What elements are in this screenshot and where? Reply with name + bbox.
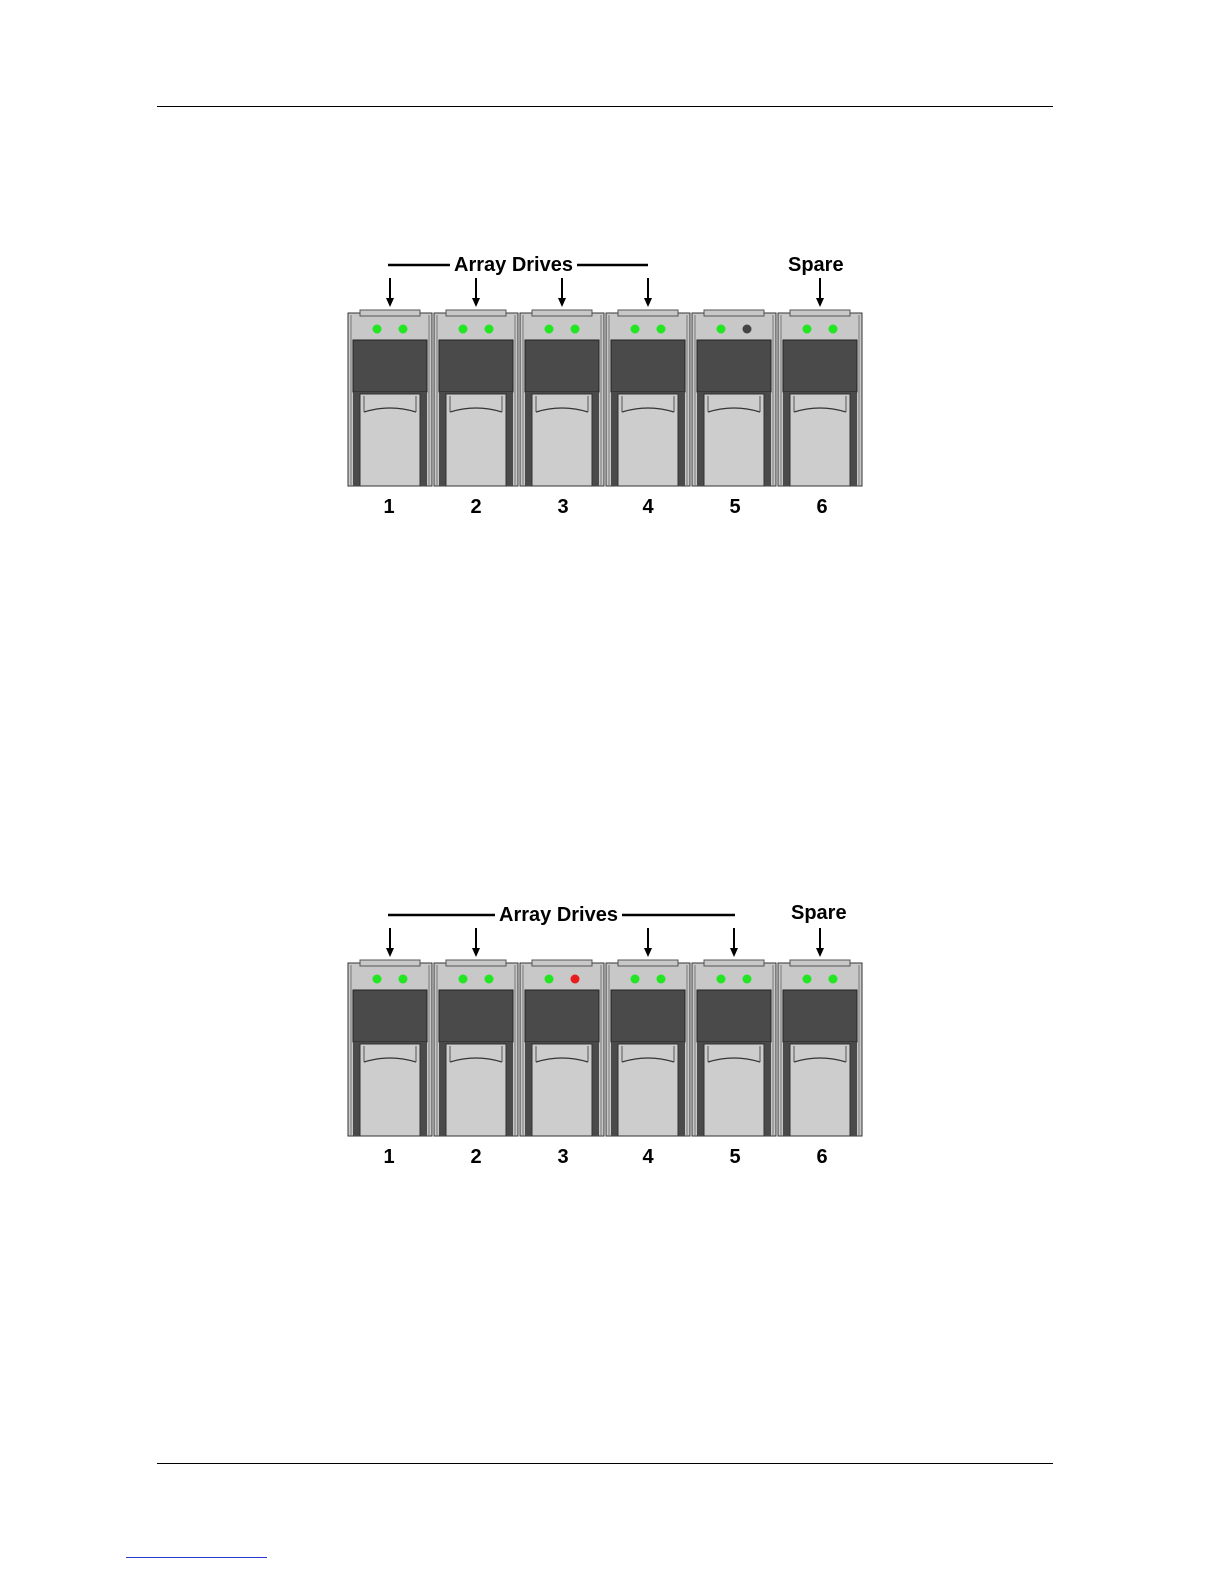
pointer-arrow-head <box>472 948 480 957</box>
array-drives-label: Array Drives <box>495 904 622 926</box>
bay-number-6: 6 <box>807 496 837 518</box>
status-led-green <box>373 325 382 334</box>
bay-number-2: 2 <box>461 1146 491 1168</box>
pointer-arrow-head <box>386 948 394 957</box>
drive-carrier-2 <box>434 960 518 1136</box>
footnote-link-rule <box>126 1557 267 1558</box>
status-led-green <box>657 325 666 334</box>
status-led-green <box>829 975 838 984</box>
status-led-green <box>373 975 382 984</box>
drive-carrier-6 <box>778 310 862 486</box>
drive-carrier-4 <box>606 960 690 1136</box>
spare-label: Spare <box>791 902 847 924</box>
bay-number-5: 5 <box>720 496 750 518</box>
status-led-green <box>545 325 554 334</box>
drive-carrier-1 <box>348 310 432 486</box>
status-led-green <box>571 325 580 334</box>
status-led-green <box>399 325 408 334</box>
drive-carrier-5 <box>692 310 776 486</box>
bay-number-2: 2 <box>461 496 491 518</box>
bay-number-3: 3 <box>548 496 578 518</box>
carrier-handle <box>439 990 513 1042</box>
drive-carrier-5 <box>692 960 776 1136</box>
status-led-green <box>743 975 752 984</box>
status-led-green <box>717 975 726 984</box>
pointer-arrow-head <box>558 298 566 307</box>
carrier-handle <box>439 340 513 392</box>
drive-bay-graphic-2 <box>340 900 870 1180</box>
bay-number-5: 5 <box>720 1146 750 1168</box>
status-led-red <box>571 975 580 984</box>
bay-number-4: 4 <box>633 496 663 518</box>
pointer-arrow-head <box>730 948 738 957</box>
status-led-green <box>803 325 812 334</box>
drive-bay-figure-2: Array Drives Spare 1 2 3 4 5 6 <box>340 900 870 1180</box>
spare-label: Spare <box>788 254 844 276</box>
drive-bay-graphic-1 <box>340 250 870 530</box>
array-drives-label: Array Drives <box>450 254 577 276</box>
status-led-green <box>657 975 666 984</box>
status-led-green <box>545 975 554 984</box>
footer-rule <box>157 1463 1053 1464</box>
status-led-green <box>803 975 812 984</box>
drive-carrier-1 <box>348 960 432 1136</box>
drive-carrier-6 <box>778 960 862 1136</box>
drive-carrier-2 <box>434 310 518 486</box>
drive-carrier-3 <box>520 960 604 1136</box>
status-led-green <box>485 975 494 984</box>
status-led-green <box>399 975 408 984</box>
drive-bay-figure-1: Array Drives Spare 1 2 3 4 5 6 <box>340 250 870 530</box>
carrier-handle <box>525 340 599 392</box>
status-led-green <box>631 325 640 334</box>
pointer-arrow-head <box>644 948 652 957</box>
header-rule <box>157 106 1053 107</box>
carrier-handle <box>525 990 599 1042</box>
bay-number-1: 1 <box>374 1146 404 1168</box>
bay-number-6: 6 <box>807 1146 837 1168</box>
pointer-arrow-head <box>386 298 394 307</box>
carrier-handle <box>353 990 427 1042</box>
carrier-handle <box>697 340 771 392</box>
drive-carrier-3 <box>520 310 604 486</box>
pointer-arrow-head <box>816 948 824 957</box>
carrier-handle <box>697 990 771 1042</box>
pointer-arrow-head <box>816 298 824 307</box>
carrier-handle <box>611 990 685 1042</box>
status-led-green <box>459 325 468 334</box>
status-led-green <box>631 975 640 984</box>
bay-number-4: 4 <box>633 1146 663 1168</box>
status-led-green <box>829 325 838 334</box>
status-led-green <box>459 975 468 984</box>
pointer-arrow-head <box>644 298 652 307</box>
bay-number-3: 3 <box>548 1146 578 1168</box>
carrier-handle <box>611 340 685 392</box>
bay-number-1: 1 <box>374 496 404 518</box>
carrier-handle <box>353 340 427 392</box>
status-led-green <box>717 325 726 334</box>
pointer-arrow-head <box>472 298 480 307</box>
status-led-green <box>485 325 494 334</box>
carrier-handle <box>783 340 857 392</box>
drive-carrier-4 <box>606 310 690 486</box>
status-led-off <box>743 325 752 334</box>
carrier-handle <box>783 990 857 1042</box>
